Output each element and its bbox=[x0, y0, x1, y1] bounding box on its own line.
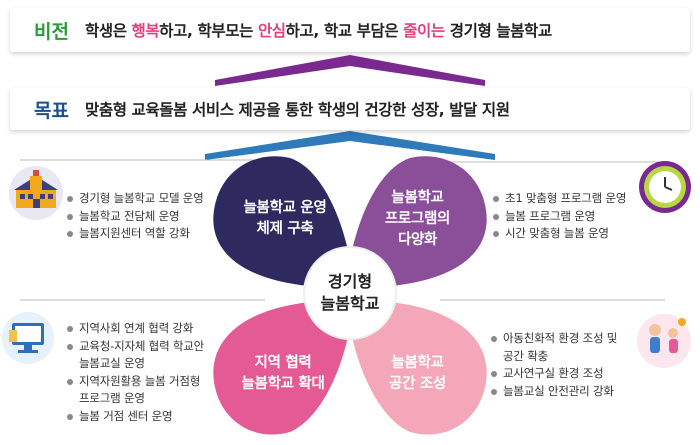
petal-region bbox=[213, 300, 352, 435]
list-item: 교사연구실 환경 조성 bbox=[490, 365, 640, 383]
petal-region-label: 지역 협력 늘봄학교 확대 bbox=[218, 353, 348, 395]
list-item: 프로그램 운영 bbox=[79, 391, 145, 405]
petal-line: 지역 협력 bbox=[254, 355, 312, 371]
clock-icon bbox=[639, 161, 691, 213]
list-bottom-left: 지역사회 연계 협력 강화 교육청-지자체 협력 학교안 늘봄교실 운영 지역자… bbox=[66, 320, 216, 425]
vision-text: 학생은 행복하고, 학부모는 안심하고, 학교 부담은 줄이는 경기형 늘봄학교 bbox=[85, 19, 552, 41]
goal-bar: 목표 맞춤형 교육돌봄 서비스 제공을 통한 학생의 건강한 성장, 발달 지원 bbox=[10, 88, 690, 130]
petal-line: 늘봄학교 운영 bbox=[243, 200, 327, 216]
center-circle bbox=[303, 246, 397, 340]
vision-segment: 경기형 늘봄학교 bbox=[444, 22, 552, 40]
list-item: 초1 맞춤형 프로그램 운영 bbox=[492, 190, 637, 208]
list-item: 공간 확충 bbox=[503, 348, 548, 363]
school-icon bbox=[9, 166, 63, 220]
petal-line: 다양화 bbox=[397, 232, 438, 248]
vision-segment: 안심 bbox=[257, 22, 286, 40]
petal-space-label: 늘봄학교 공간 조성 bbox=[355, 353, 480, 395]
petal-line: 늘봄학교 bbox=[391, 190, 444, 206]
list-top-right: 초1 맞춤형 프로그램 운영 늘봄 프로그램 운영 시간 맞춤형 늘봄 운영 bbox=[492, 190, 637, 243]
list-bottom-right: 아동친화적 환경 조성 및 공간 확충 교사연구실 환경 조성 늘봄교실 안전관… bbox=[490, 330, 640, 400]
center-line: 늘봄학교 bbox=[320, 294, 380, 313]
blue-arrow bbox=[205, 131, 495, 160]
petal-space bbox=[348, 300, 487, 435]
petal-program-label: 늘봄학교 프로그램의 다양화 bbox=[355, 188, 480, 251]
list-top-left: 경기형 늘봄학교 모델 운영 늘봄학교 전담체 운영 늘봄지원센터 역할 강화 bbox=[66, 190, 216, 243]
list-item: 경기형 늘봄학교 모델 운영 bbox=[66, 190, 216, 208]
purple-arrow bbox=[215, 55, 485, 86]
vision-segment: 학생은 bbox=[84, 22, 132, 40]
children-icon bbox=[637, 314, 691, 368]
petal-line: 늘봄학교 확대 bbox=[241, 376, 325, 392]
list-item: 늘봄학교 전담체 운영 bbox=[66, 208, 216, 226]
list-item: 늘봄 프로그램 운영 bbox=[492, 208, 637, 226]
petal-line: 프로그램의 bbox=[384, 211, 451, 227]
center-line: 경기형 bbox=[327, 272, 373, 291]
list-item: 늘봄지원센터 역할 강화 bbox=[66, 225, 216, 243]
vision-label: 비전 bbox=[34, 20, 69, 43]
vision-bar: 비전 학생은 행복하고, 학부모는 안심하고, 학교 부담은 줄이는 경기형 늘… bbox=[10, 8, 690, 52]
petal-line: 체제 구축 bbox=[256, 221, 314, 237]
petal-program bbox=[348, 156, 487, 288]
list-item: 시간 맞춤형 늘봄 운영 bbox=[492, 225, 637, 243]
computer-icon bbox=[2, 312, 54, 364]
petal-line: 공간 조성 bbox=[389, 376, 446, 392]
list-item: 아동친화적 환경 조성 및 bbox=[490, 330, 640, 348]
petal-system bbox=[213, 156, 352, 288]
goal-label: 목표 bbox=[34, 99, 69, 122]
petal-line: 늘봄학교 bbox=[391, 355, 444, 371]
vision-segment: 하고, 학부모는 bbox=[159, 22, 258, 40]
list-item: 늘봄 거점 센터 운영 bbox=[66, 408, 216, 426]
list-item: 늘봄교실 운영 bbox=[79, 356, 145, 370]
list-item: 지역자원활용 늘봄 거점형 bbox=[66, 373, 216, 391]
list-item: 지역사회 연계 협력 강화 bbox=[66, 320, 216, 338]
petal-system-label: 늘봄학교 운영 체제 구축 bbox=[220, 198, 350, 240]
vision-segment: 하고, 학교 부담은 bbox=[285, 22, 404, 40]
list-item: 교육청-지자체 협력 학교안 bbox=[66, 338, 216, 356]
center-label: 경기형 늘봄학교 bbox=[304, 271, 396, 315]
list-item: 늘봄교실 안전관리 강화 bbox=[490, 383, 640, 401]
vision-segment: 행복 bbox=[131, 22, 160, 40]
goal-text: 맞춤형 교육돌봄 서비스 제공을 통한 학생의 건강한 성장, 발달 지원 bbox=[84, 101, 510, 119]
vision-segment: 줄이는 bbox=[403, 22, 445, 40]
